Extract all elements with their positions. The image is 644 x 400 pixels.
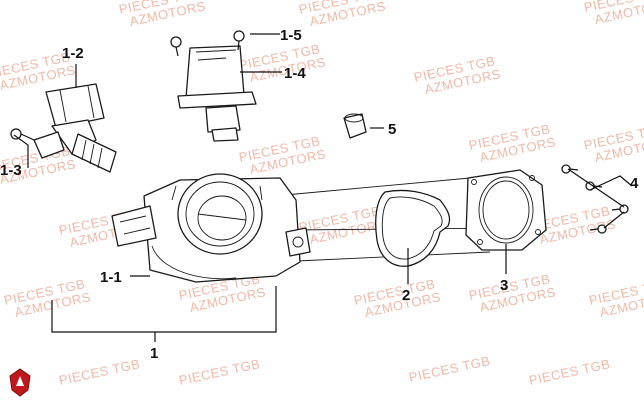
- part-5-cap: [343, 113, 367, 139]
- watermark: PIECES TGB: [528, 356, 612, 388]
- watermark: PIECES TGB AZMOTORS: [298, 203, 388, 247]
- part-2-gasket: [274, 177, 521, 267]
- watermark: PIECES TGB: [178, 356, 262, 388]
- callout-4: 4: [630, 175, 639, 192]
- bolt: [611, 204, 629, 214]
- watermark: PIECES TGB AZMOTORS: [583, 0, 644, 27]
- watermark: PIECES TGB AZMOTORS: [468, 121, 558, 165]
- watermark-line1: PIECES TGB: [408, 353, 492, 385]
- watermark-layer: PIECES TGB AZMOTORS PIECES TGB AZMOTORS …: [0, 0, 644, 388]
- watermark: PIECES TGB AZMOTORS: [353, 276, 443, 320]
- watermark: PIECES TGB AZMOTORS: [238, 41, 328, 85]
- watermark: PIECES TGB AZMOTORS: [298, 0, 388, 29]
- part-3-flange: [465, 169, 547, 251]
- watermark: PIECES TGB AZMOTORS: [413, 53, 503, 97]
- callout-5: 5: [388, 121, 396, 138]
- part-1-5-screws: [170, 30, 245, 57]
- part-1-4-idle-valve: [177, 45, 257, 142]
- watermark: PIECES TGB AZMOTORS: [583, 121, 644, 165]
- callout-1: 1: [150, 345, 158, 362]
- callout-3: 3: [500, 277, 508, 294]
- leader-lines: [13, 33, 633, 342]
- watermark: PIECES TGB AZMOTORS: [118, 0, 208, 29]
- watermark: PIECES TGB AZMOTORS: [468, 271, 558, 315]
- callout-1-2: 1-2: [62, 45, 84, 62]
- watermark: PIECES TGB: [58, 356, 142, 388]
- callout-2: 2: [402, 287, 410, 304]
- part-1-3-screw: [10, 128, 35, 141]
- callout-1-3: 1-3: [0, 162, 22, 179]
- watermark: PIECES TGB: [408, 353, 492, 385]
- callout-1-4: 1-4: [284, 65, 306, 82]
- callout-labels: 1-2 1-3 1-5 1-4 5 1-1 1 2 3 4: [0, 27, 639, 362]
- bolt: [589, 224, 607, 234]
- watermark-line1: PIECES TGB: [528, 356, 612, 388]
- part-1-2-sensor: [33, 83, 117, 173]
- part-1-1-throttle-body: [111, 173, 311, 283]
- bolt: [561, 164, 579, 174]
- watermark-line1: PIECES TGB: [58, 356, 142, 388]
- callout-1-1: 1-1: [100, 269, 122, 286]
- az-shield-logo: [9, 368, 31, 397]
- watermark: PIECES TGB AZMOTORS: [588, 276, 644, 320]
- watermark: PIECES TGB AZMOTORS: [238, 133, 328, 177]
- callout-1-5: 1-5: [280, 27, 302, 44]
- watermark: PIECES TGB AZMOTORS: [3, 276, 93, 320]
- watermark-line1: PIECES TGB: [178, 356, 262, 388]
- part-4-bolts: [561, 164, 629, 234]
